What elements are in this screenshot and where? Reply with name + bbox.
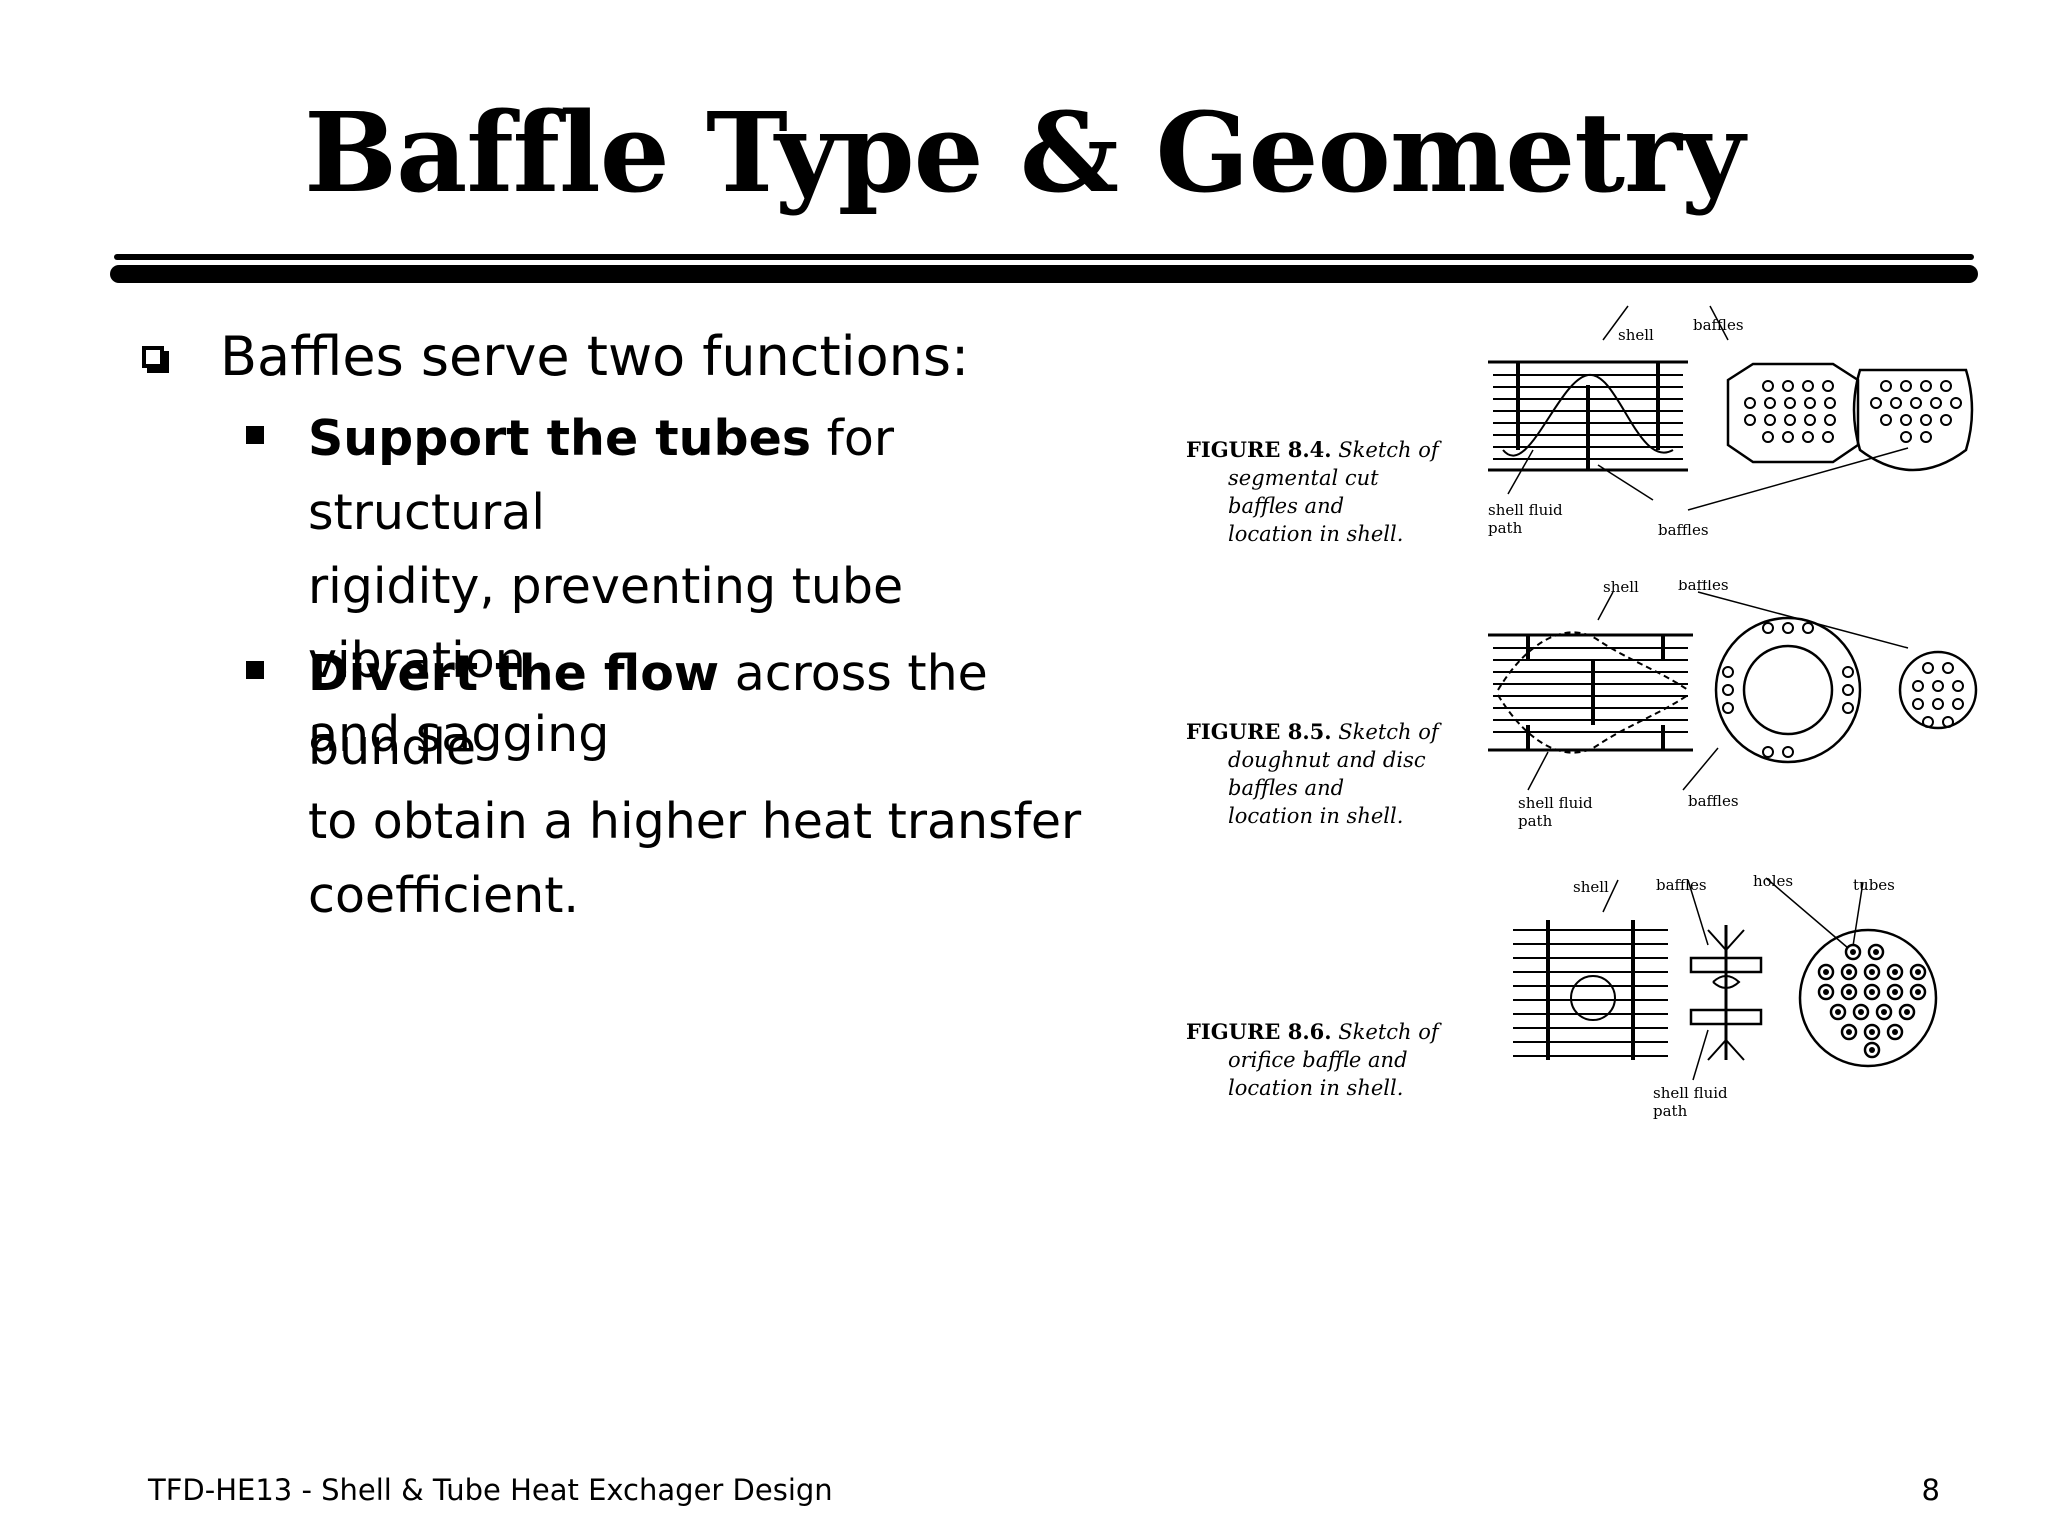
sub-bullet-line: and sagging bbox=[308, 706, 610, 763]
sub-bullet-bold: Support the tubes bbox=[308, 410, 812, 467]
label-fluid-path: path bbox=[1653, 1102, 1688, 1120]
figure-8-5-caption: FIGURE 8.5. Sketch of doughnut and disc … bbox=[1186, 719, 1439, 828]
label-shell: shell bbox=[1603, 580, 1639, 596]
checkbox-bullet-icon bbox=[142, 346, 164, 368]
orifice-baffle-sketch: shell baffles holes tubes shell fluid pa… bbox=[1513, 872, 1938, 1120]
square-bullet-icon bbox=[246, 426, 264, 444]
label-tubes: tubes bbox=[1853, 876, 1895, 894]
main-bullet-text: Baffles serve two functions: bbox=[220, 325, 970, 388]
label-baffles: baffles bbox=[1678, 580, 1729, 594]
figure-8-6-caption: FIGURE 8.6. Sketch of orifice baffle and… bbox=[1186, 1019, 1439, 1100]
label-fluid-path: path bbox=[1518, 812, 1553, 830]
sub-bullet-text: for structural bbox=[308, 410, 894, 541]
figure-8-4-caption: FIGURE 8.4. Sketch of segmental cut baff… bbox=[1186, 437, 1439, 546]
label-holes: holes bbox=[1753, 872, 1793, 890]
label-shell: shell bbox=[1618, 326, 1654, 344]
sub-bullet-text: across the bundle bbox=[308, 645, 988, 776]
label-baffles: baffles bbox=[1693, 316, 1744, 334]
square-bullet-icon bbox=[246, 661, 264, 679]
main-bullet: Baffles serve two functions: bbox=[142, 322, 1142, 392]
footer-course-title: TFD-HE13 - Shell & Tube Heat Exchager De… bbox=[148, 1473, 833, 1507]
doughnut-disc-baffle-sketch: shell baffles shell fluid path baffles bbox=[1488, 580, 1978, 830]
label-baffles: baffles bbox=[1688, 792, 1739, 810]
label-fluid-path: shell fluid bbox=[1518, 794, 1593, 812]
baffle-figures: FIGURE 8.4. Sketch of segmental cut baff… bbox=[1148, 300, 1998, 1130]
sub-bullet-line: rigidity, preventing tube vibration bbox=[308, 558, 904, 689]
sub-bullet-support: Support the tubes for structural rigidit… bbox=[246, 402, 1126, 772]
title-divider-thick bbox=[110, 265, 1978, 283]
slide-title: Baffle Type & Geometry bbox=[304, 88, 1745, 217]
label-fluid-path: shell fluid bbox=[1488, 501, 1563, 519]
label-baffles: baffles bbox=[1656, 876, 1707, 894]
sub-bullet-line: to obtain a higher heat transfer bbox=[308, 793, 1082, 850]
sub-bullet-divert: Divert the flow across the bundle to obt… bbox=[246, 637, 1126, 933]
sub-bullet-line: coefficient. bbox=[308, 867, 579, 924]
label-baffles: baffles bbox=[1658, 521, 1709, 539]
sub-bullet-bold: Divert the flow bbox=[308, 645, 720, 702]
page-number: 8 bbox=[1921, 1473, 1940, 1507]
label-fluid-path: shell fluid bbox=[1653, 1084, 1728, 1102]
title-divider-thin bbox=[114, 254, 1974, 260]
segmental-baffle-sketch: shell baffles shell fluid path baffles bbox=[1488, 305, 1974, 539]
label-fluid-path: path bbox=[1488, 519, 1523, 537]
label-shell: shell bbox=[1573, 878, 1609, 896]
